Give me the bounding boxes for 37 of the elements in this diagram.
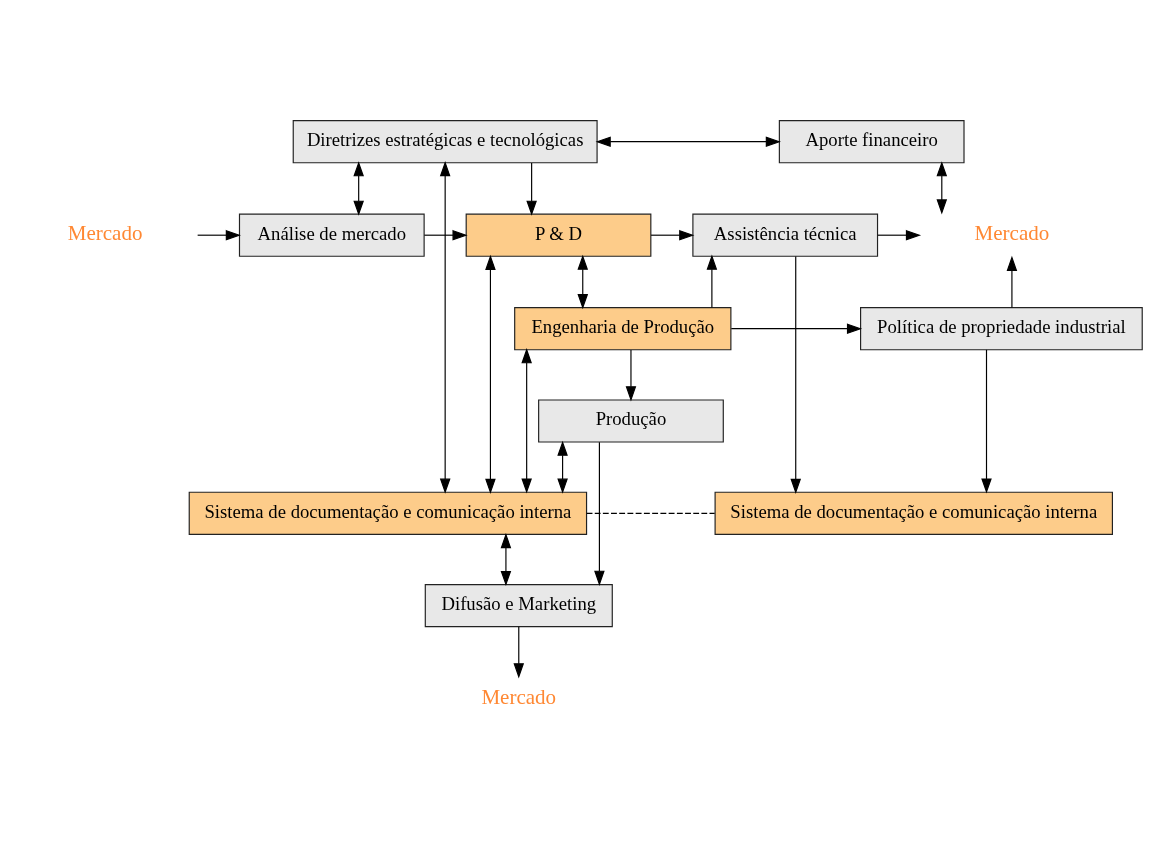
node-box: P & D	[465, 213, 652, 257]
arrow	[595, 135, 781, 147]
arrow	[730, 322, 863, 334]
node-box: Diretrizes estratégicas e tecnológicas	[292, 119, 598, 163]
arrow	[197, 229, 241, 240]
connector	[586, 512, 716, 514]
arrow	[650, 229, 695, 240]
node-box: Produção	[538, 398, 724, 443]
node-box: Difusão e Marketing	[424, 583, 613, 627]
arrow	[423, 229, 468, 240]
arrow	[936, 160, 948, 215]
node-text: Mercado	[481, 684, 557, 709]
arrow	[557, 440, 568, 494]
arrow	[526, 161, 537, 216]
node-text: Mercado	[67, 220, 143, 245]
arrow	[1006, 255, 1018, 308]
arrow	[877, 229, 922, 240]
node-box: Sistema de documentação e comunicação interna	[714, 491, 1113, 535]
arrow	[577, 254, 589, 309]
arrow	[513, 625, 525, 678]
node-box: Análise de mercado	[238, 213, 425, 257]
node-text: Mercado	[974, 220, 1050, 245]
arrow	[439, 160, 451, 494]
arrow	[353, 160, 364, 216]
arrow	[706, 254, 718, 308]
node-box: Assistência técnica	[692, 213, 879, 257]
arrow	[790, 255, 802, 494]
arrow	[594, 441, 605, 586]
arrow	[981, 348, 992, 494]
arrow	[625, 349, 637, 401]
node-box: Sistema de documentação e comunicação interna	[188, 491, 588, 535]
node-box: Aporte financeiro	[778, 119, 965, 163]
arrow	[485, 254, 496, 494]
arrow	[521, 347, 532, 494]
arrow	[500, 532, 512, 586]
node-box: Política de propriedade industrial	[860, 306, 1143, 350]
node-box: Engenharia de Produção	[514, 306, 732, 350]
